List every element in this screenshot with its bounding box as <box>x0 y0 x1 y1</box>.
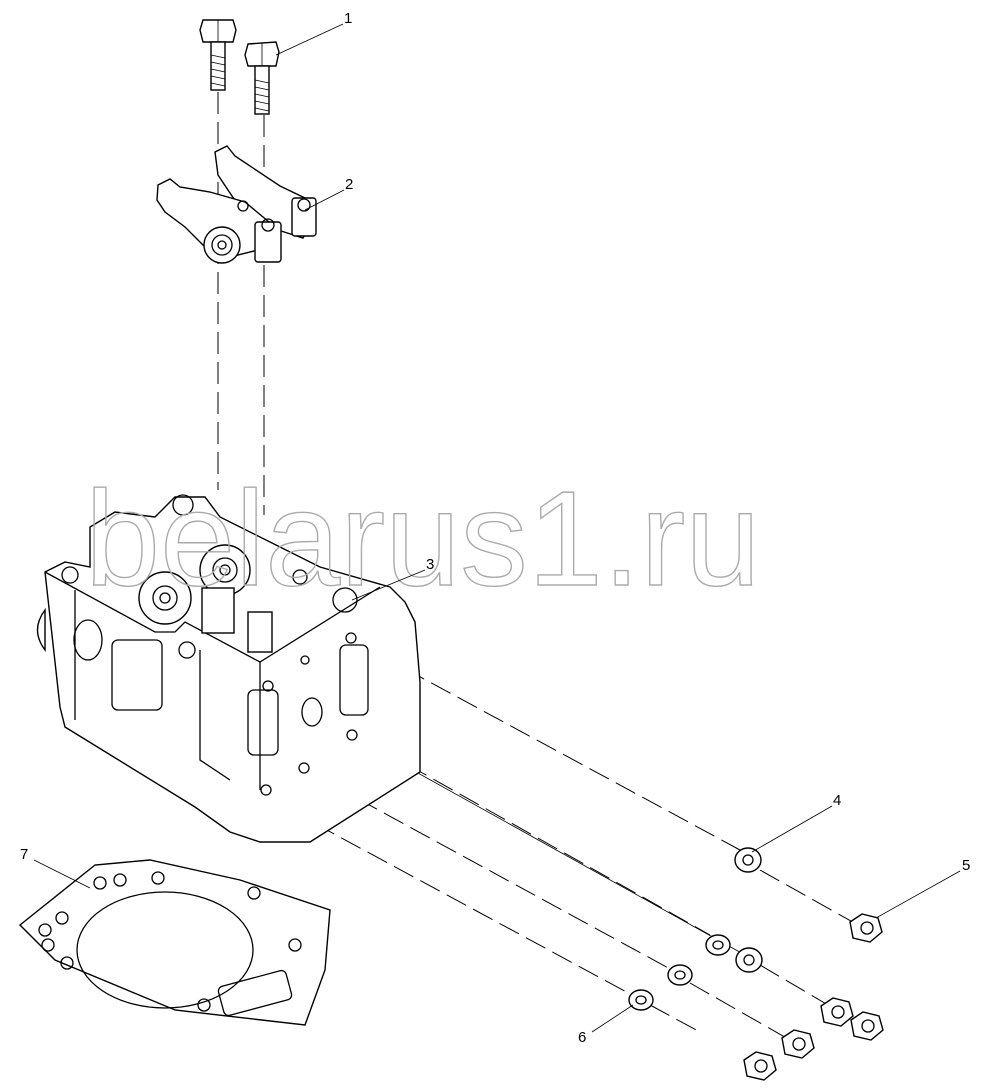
callout-5: 5 <box>962 857 970 874</box>
callout-6: 6 <box>578 1029 586 1046</box>
lock-washer <box>734 847 762 873</box>
lock-washer <box>735 947 763 973</box>
callout-1: 1 <box>344 10 352 27</box>
callouts: 1 2 3 4 5 6 7 <box>20 10 970 1046</box>
bolt-1 <box>199 19 237 91</box>
cylinder-head-gasket <box>18 859 331 1026</box>
rocker-arm-assembly <box>156 145 317 264</box>
washer <box>667 964 693 986</box>
washer <box>705 934 731 956</box>
nut <box>743 1051 777 1081</box>
bolt-2 <box>244 41 280 115</box>
nut <box>849 913 883 943</box>
washers <box>628 847 763 1011</box>
callout-7: 7 <box>20 846 28 863</box>
callout-2: 2 <box>345 176 353 193</box>
callout-4: 4 <box>833 792 841 809</box>
nut <box>820 997 854 1027</box>
watermark: belarus1.ru <box>85 463 760 614</box>
nut <box>850 1011 884 1041</box>
callout-3: 3 <box>426 556 434 573</box>
washer <box>628 989 654 1011</box>
cylinder-head <box>36 494 421 843</box>
nuts <box>743 913 884 1081</box>
nut <box>781 1029 815 1059</box>
